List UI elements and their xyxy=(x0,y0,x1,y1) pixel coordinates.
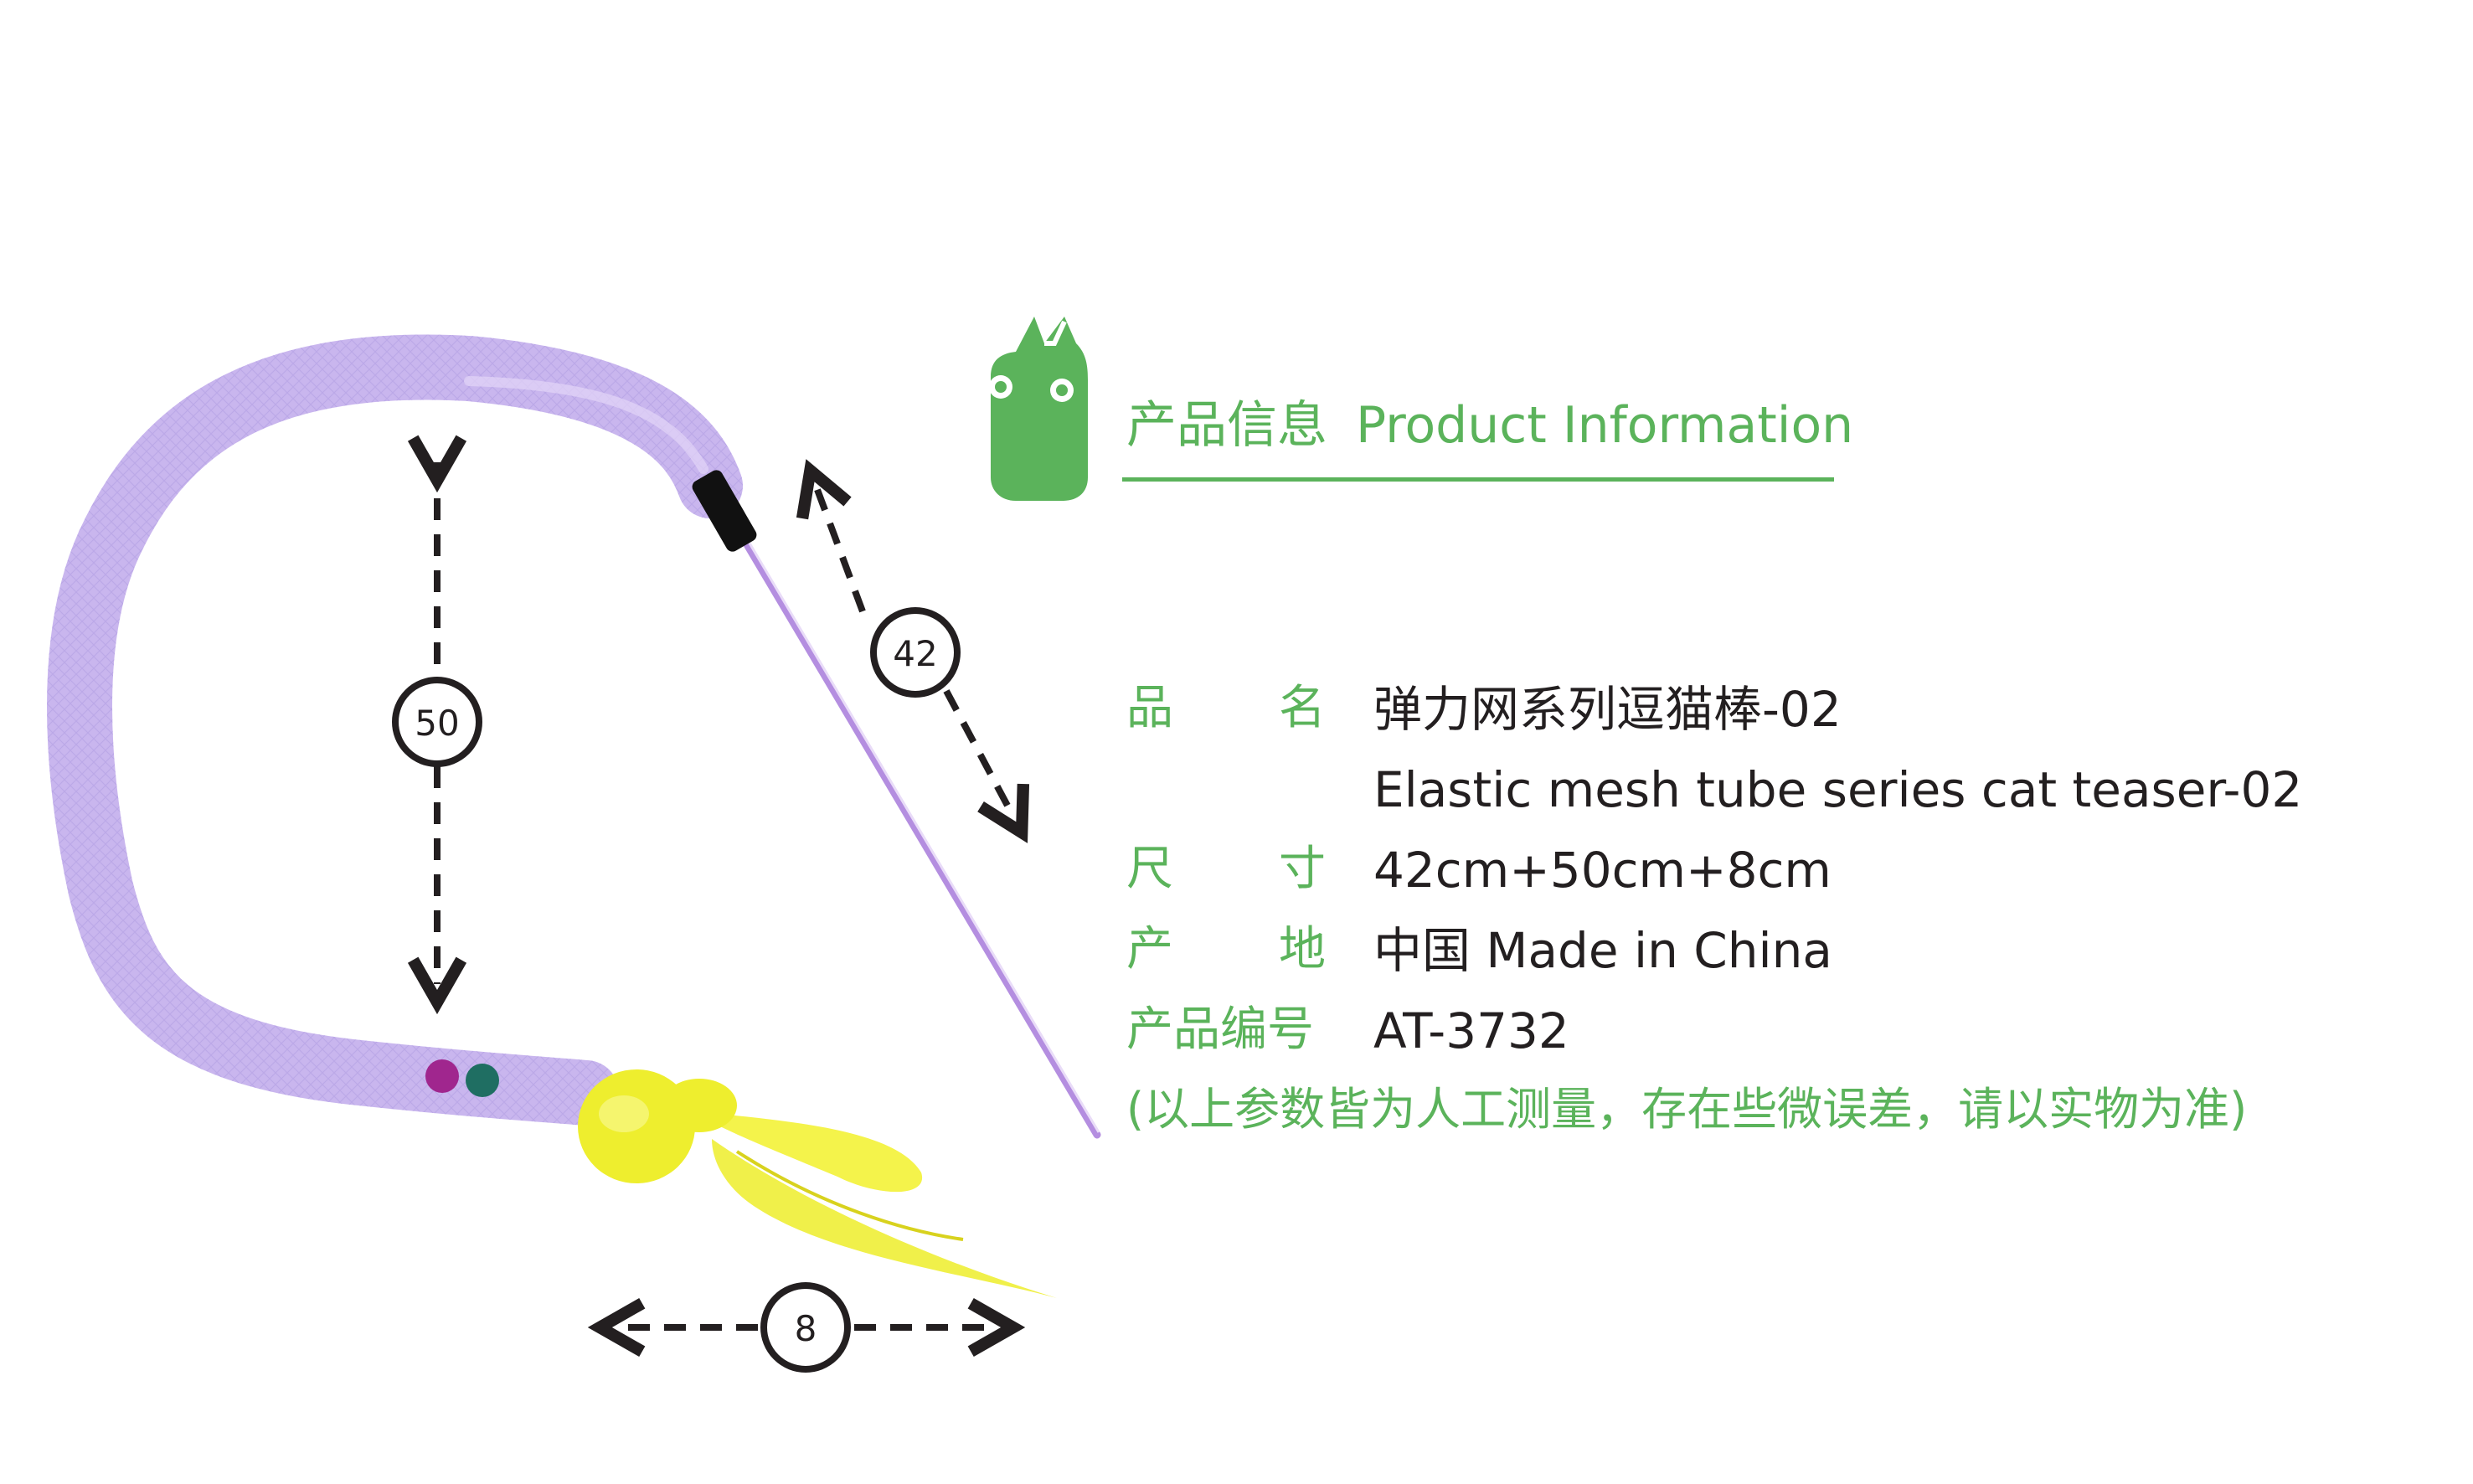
bell-green xyxy=(466,1064,499,1097)
title-divider xyxy=(1122,477,1834,482)
yellow-ball xyxy=(578,1069,737,1183)
feathers xyxy=(712,1114,1057,1298)
size-label-a: 尺 xyxy=(1126,842,1173,896)
section-title-zh: 产品信息 xyxy=(1126,396,1327,455)
origin-value: 中国 Made in China xyxy=(1373,922,1832,979)
section-title-en: Product Information xyxy=(1356,396,1854,455)
teaser-rod xyxy=(733,523,1101,1139)
brand-logo-icon xyxy=(989,317,1088,501)
origin-label-a: 产 xyxy=(1126,922,1173,976)
rod-connector xyxy=(692,470,757,552)
measurement-note: (以上参数皆为人工测量，存在些微误差，请以实物为准) xyxy=(1126,1083,2248,1136)
dimension-8: 8 xyxy=(618,1282,995,1373)
bell-purple xyxy=(425,1059,459,1093)
name-value-en: Elastic mesh tube series cat teaser-02 xyxy=(1373,761,2303,818)
name-value-zh: 弹力网系列逗猫棒-02 xyxy=(1373,681,1842,738)
dimension-42-label: 42 xyxy=(893,633,937,674)
code-label: 产品编号 xyxy=(1126,1002,1314,1057)
dimension-50: 50 xyxy=(392,462,482,984)
name-label-a: 品 xyxy=(1126,681,1173,735)
dimension-42: 42 xyxy=(817,487,1013,817)
size-value: 42cm+50cm+8cm xyxy=(1373,842,1832,899)
dimension-8-label: 8 xyxy=(795,1308,817,1349)
code-value: AT-3732 xyxy=(1373,1002,1569,1059)
origin-label-b: 地 xyxy=(1279,922,1326,976)
dimension-50-label: 50 xyxy=(415,703,459,744)
mesh-tube xyxy=(47,334,743,1126)
name-label-b: 名 xyxy=(1279,681,1326,735)
size-label-b: 寸 xyxy=(1279,842,1326,896)
